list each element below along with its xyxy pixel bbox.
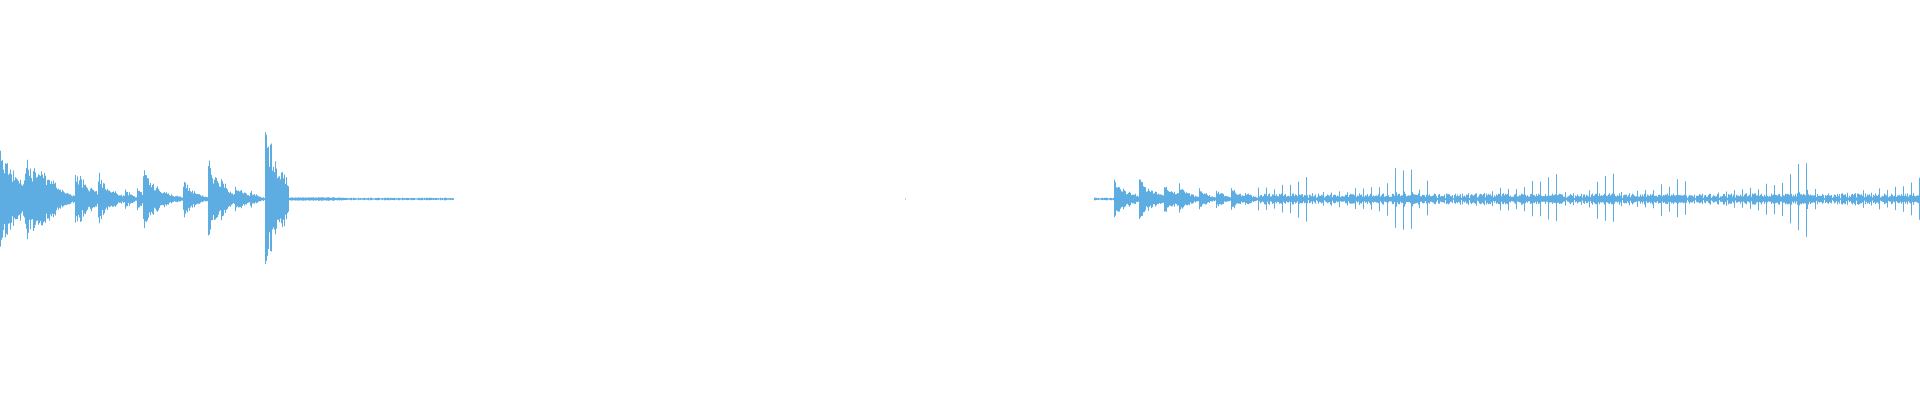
waveform-segment-1 xyxy=(0,132,454,264)
waveform-dot xyxy=(450,198,451,200)
waveform-segment-2 xyxy=(1094,163,1920,237)
waveform-dot xyxy=(905,198,906,200)
waveform-bars xyxy=(0,132,1920,264)
